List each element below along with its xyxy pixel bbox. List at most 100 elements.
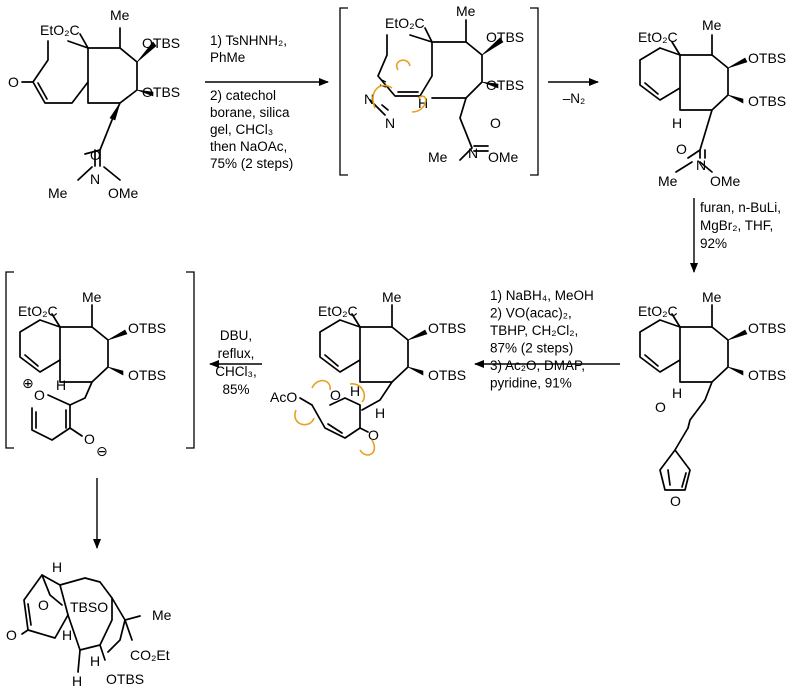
- bracket-right-diazene: [530, 7, 539, 176]
- step-3-conditions: furan, n-BuLi, MgBr₂, THF, 92%: [700, 200, 781, 251]
- molecule-acetoxy-pyranone: EtO₂C Me OTBS OTBS H H AcO O O: [270, 289, 466, 456]
- methyl-label: Me: [702, 289, 722, 305]
- step5-line-1: DBU,: [220, 328, 252, 343]
- step3-line-2: MgBr₂, THF,: [700, 218, 773, 233]
- diazene-n2: N: [385, 115, 395, 131]
- bracket-left-ylide: [5, 271, 14, 449]
- ketone-oxygen: O: [655, 399, 666, 415]
- bottom-hydrogen: H: [72, 673, 82, 689]
- amide-oxygen: O: [90, 147, 101, 163]
- otbs-label-lower: OTBS: [128, 367, 166, 383]
- ring-hydrogen: H: [672, 385, 682, 401]
- otbs-label: OTBS: [106, 671, 144, 687]
- step-2: –N₂: [548, 78, 599, 106]
- methyl-label: Me: [456, 3, 476, 19]
- ester-label: EtO₂C: [18, 303, 58, 319]
- bracket-right-ylide: [186, 271, 195, 449]
- step-5: DBU,reflux,CHCl₃,85%: [209, 328, 262, 397]
- ketone-oxygen: O: [368, 427, 379, 443]
- step-2-conditions: –N₂: [563, 91, 586, 106]
- n-methyl-label: Me: [428, 149, 448, 165]
- step-3: furan, n-BuLi, MgBr₂, THF, 92%: [690, 198, 781, 273]
- molecule-furyl-ketone: EtO₂C Me OTBS OTBS H O O: [638, 289, 786, 509]
- step4-line-6: pyridine, 91%: [490, 376, 572, 391]
- ester-label: CO₂Et: [130, 647, 170, 663]
- ester-label: EtO₂C: [638, 303, 678, 319]
- methyl-label: Me: [702, 17, 722, 33]
- oxide-oxygen: O: [84, 431, 95, 447]
- ketone-oxygen: O: [6, 627, 17, 643]
- otbs-label-upper: OTBS: [428, 320, 466, 336]
- otbs-label-upper: OTBS: [142, 35, 180, 51]
- amide-oxygen: O: [490, 115, 501, 131]
- molecule-enone: EtO₂C Me OTBS OTBS O O N Me OMe: [8, 7, 180, 201]
- ring-hydrogen: H: [56, 377, 66, 393]
- ring-hydrogen: H: [672, 115, 682, 131]
- step3-line-1: furan, n-BuLi,: [700, 200, 781, 215]
- diazene-n1: N: [364, 91, 374, 107]
- mid-hydrogen: H: [62, 627, 72, 643]
- positive-charge: ⊕: [22, 375, 34, 391]
- step-1: 1) TsNHNH₂, PhMe 2) catechol borane, silica…: [205, 33, 329, 171]
- diazene-hydrogen: H: [418, 95, 428, 111]
- furan-oxygen: O: [670, 493, 681, 509]
- chain-hydrogen: H: [375, 405, 385, 421]
- step1-line-7: 75% (2 steps): [210, 156, 293, 171]
- molecule-oxidopyrylium: EtO₂C Me OTBS OTBS H O ⊕ O ⊖: [18, 289, 166, 459]
- step5-line-3: CHCl₃,: [215, 364, 257, 379]
- molecule-diazene: EtO₂C Me OTBS OTBS N N H O N Me OMe: [364, 3, 524, 165]
- step-5-conditions: DBU,reflux,CHCl₃,85%: [215, 328, 257, 397]
- acetoxy-label: AcO: [270, 389, 297, 405]
- otbs-label-lower: OTBS: [142, 84, 180, 100]
- methyl-label: Me: [382, 289, 402, 305]
- step1-line-5: gel, CHCl₃: [210, 122, 273, 137]
- pyran-oxygen: O: [330, 387, 341, 403]
- step1-line-3: 2) catechol: [210, 88, 276, 103]
- step-1-conditions: 1) TsNHNH₂, PhMe 2) catechol borane, silica…: [210, 33, 293, 171]
- otbs-label-lower: OTBS: [748, 367, 786, 383]
- otbs-label-upper: OTBS: [748, 50, 786, 66]
- step3-line-3: 92%: [700, 236, 727, 251]
- otbs-label-lower: OTBS: [748, 93, 786, 109]
- n-methoxy-label: OMe: [488, 149, 519, 165]
- top-hydrogen: H: [52, 559, 62, 575]
- step4-line-4: 87% (2 steps): [490, 341, 573, 356]
- molecule-cycloadduct: H O TBSO Me O H CO₂Et H OTBS H: [6, 559, 172, 689]
- n-methyl-label: Me: [48, 185, 68, 201]
- step1-line-1: 1) TsNHNH₂,: [210, 33, 287, 48]
- step5-line-4: 85%: [222, 382, 249, 397]
- amide-oxygen: O: [676, 141, 687, 157]
- n-methyl-label: Me: [658, 173, 678, 189]
- pyrylium-oxygen: O: [34, 387, 45, 403]
- molecule-alkene: EtO₂C Me OTBS OTBS H O N Me OMe: [638, 17, 786, 189]
- step1-line-4: borane, silica: [210, 105, 290, 120]
- step1-line-6: then NaOAc,: [210, 139, 287, 154]
- methyl-label: Me: [82, 289, 102, 305]
- ring-hydrogen: H: [350, 383, 360, 399]
- step4-line-5: 3) Ac₂O, DMAP,: [490, 358, 585, 373]
- ester-label: EtO₂C: [385, 15, 425, 31]
- n-methoxy-label: OMe: [710, 173, 741, 189]
- n-methoxy-label: OMe: [108, 185, 139, 201]
- amide-nitrogen: N: [696, 157, 706, 173]
- low-hydrogen: H: [90, 653, 100, 669]
- otbs-label-upper: OTBS: [486, 29, 524, 45]
- amide-nitrogen: N: [468, 145, 478, 161]
- otbs-label-upper: OTBS: [748, 320, 786, 336]
- ketone-oxygen: O: [8, 74, 19, 90]
- ester-label: EtO₂C: [318, 303, 358, 319]
- step4-line-3: TBHP, CH₂Cl₂,: [490, 323, 578, 338]
- methyl-label: Me: [110, 7, 130, 23]
- amide-nitrogen: N: [90, 171, 100, 187]
- step1-line-2: PhMe: [210, 50, 245, 65]
- otbs-label-lower: OTBS: [486, 77, 524, 93]
- methyl-label: Me: [152, 607, 172, 623]
- bridging-oxygen: O: [38, 597, 49, 613]
- bracket-left-diazene: [339, 7, 348, 176]
- step2-line-1: –N₂: [563, 91, 586, 106]
- step4-line-2: 2) VO(acac)₂,: [490, 306, 572, 321]
- tbso-label: TBSO: [70, 599, 108, 615]
